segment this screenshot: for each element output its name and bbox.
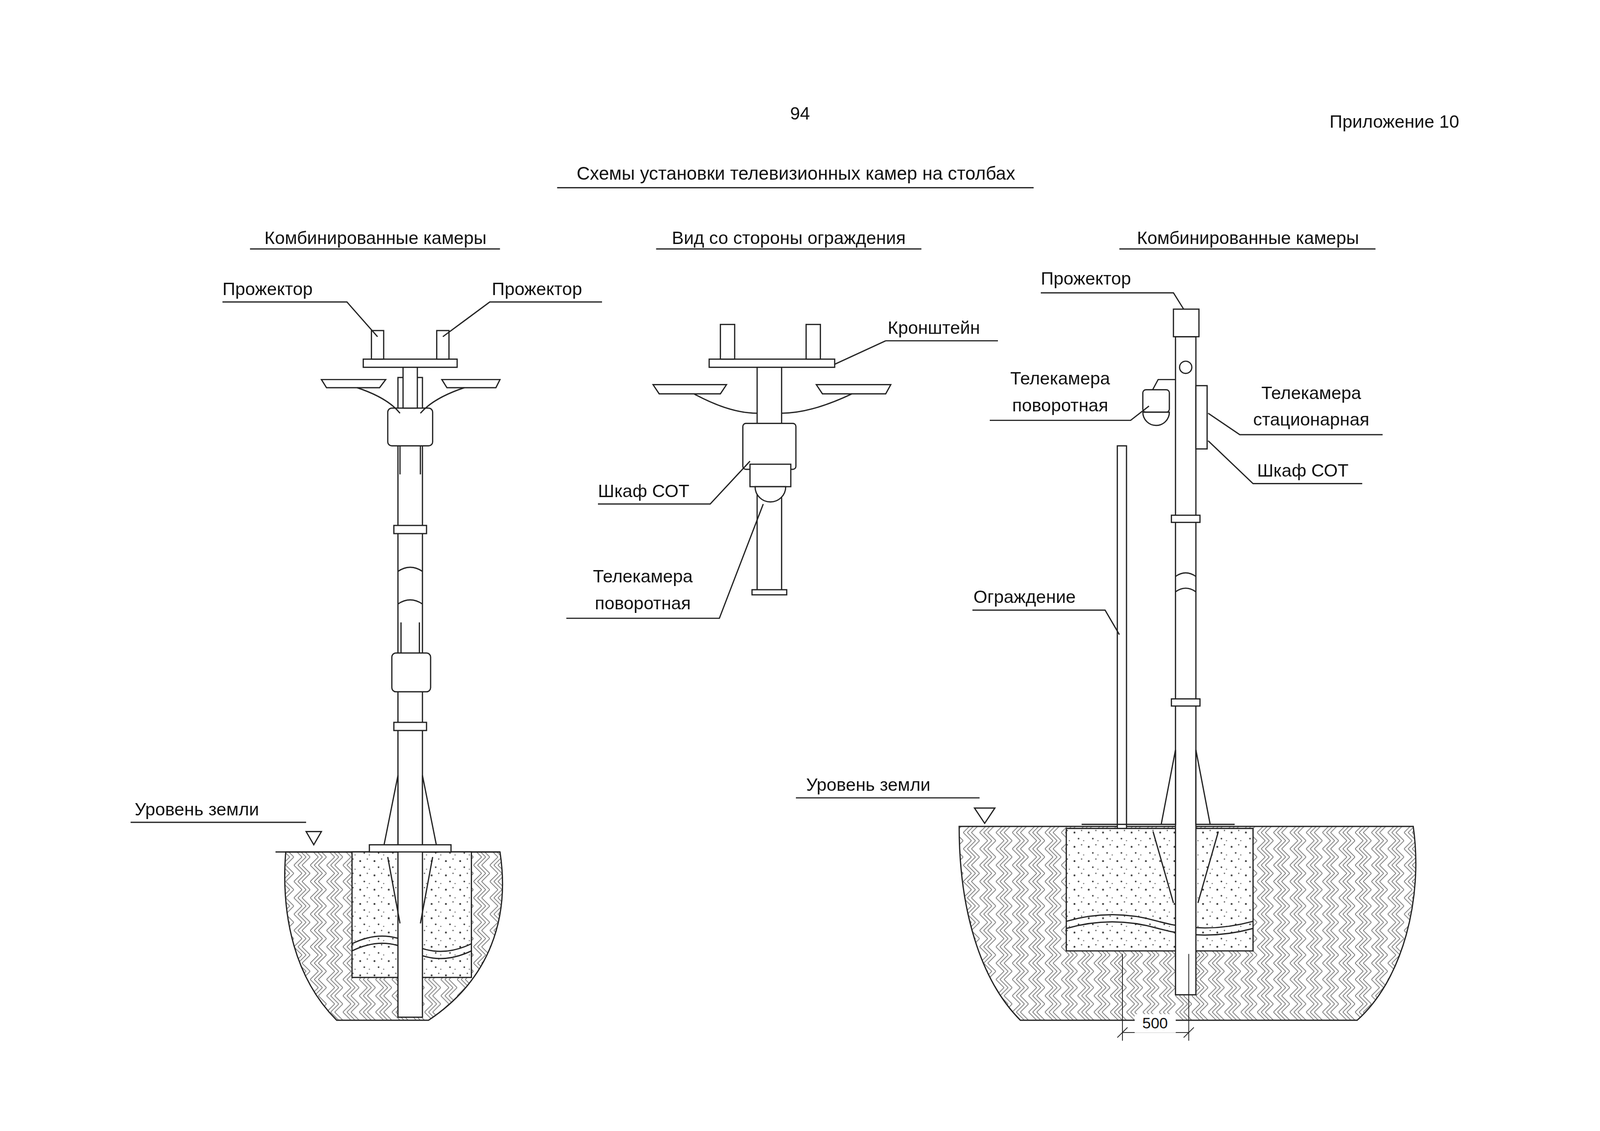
view-heading: Комбинированные камеры: [234, 224, 517, 251]
view-heading: Вид со стороны ограждения: [642, 224, 935, 251]
level-label: Уровень земли: [805, 771, 980, 798]
page-title: Схемы установки телевизионных камер на с…: [510, 161, 1082, 186]
part-label: Телекамера поворотная: [566, 563, 720, 617]
part-label: Шкаф СОТ: [597, 477, 711, 504]
part-label: Кронштейн: [887, 314, 1000, 341]
appendix-label: Приложение 10: [1204, 108, 1460, 135]
part-label: Телекамера стационарная: [1239, 379, 1383, 433]
part-label: Прожектор: [1040, 265, 1174, 292]
part-label: Прожектор: [222, 275, 348, 302]
part-label: Шкаф СОТ: [1257, 457, 1370, 484]
part-label: Ограждение: [973, 583, 1107, 611]
page-number: 94: [748, 99, 852, 127]
level-label: Уровень земли: [134, 795, 308, 823]
part-label: Прожектор: [491, 275, 604, 302]
view-heading: Комбинированные камеры: [1101, 224, 1394, 251]
dimension-label: 500: [1134, 1014, 1176, 1033]
part-label: Телекамера поворотная: [989, 365, 1131, 419]
